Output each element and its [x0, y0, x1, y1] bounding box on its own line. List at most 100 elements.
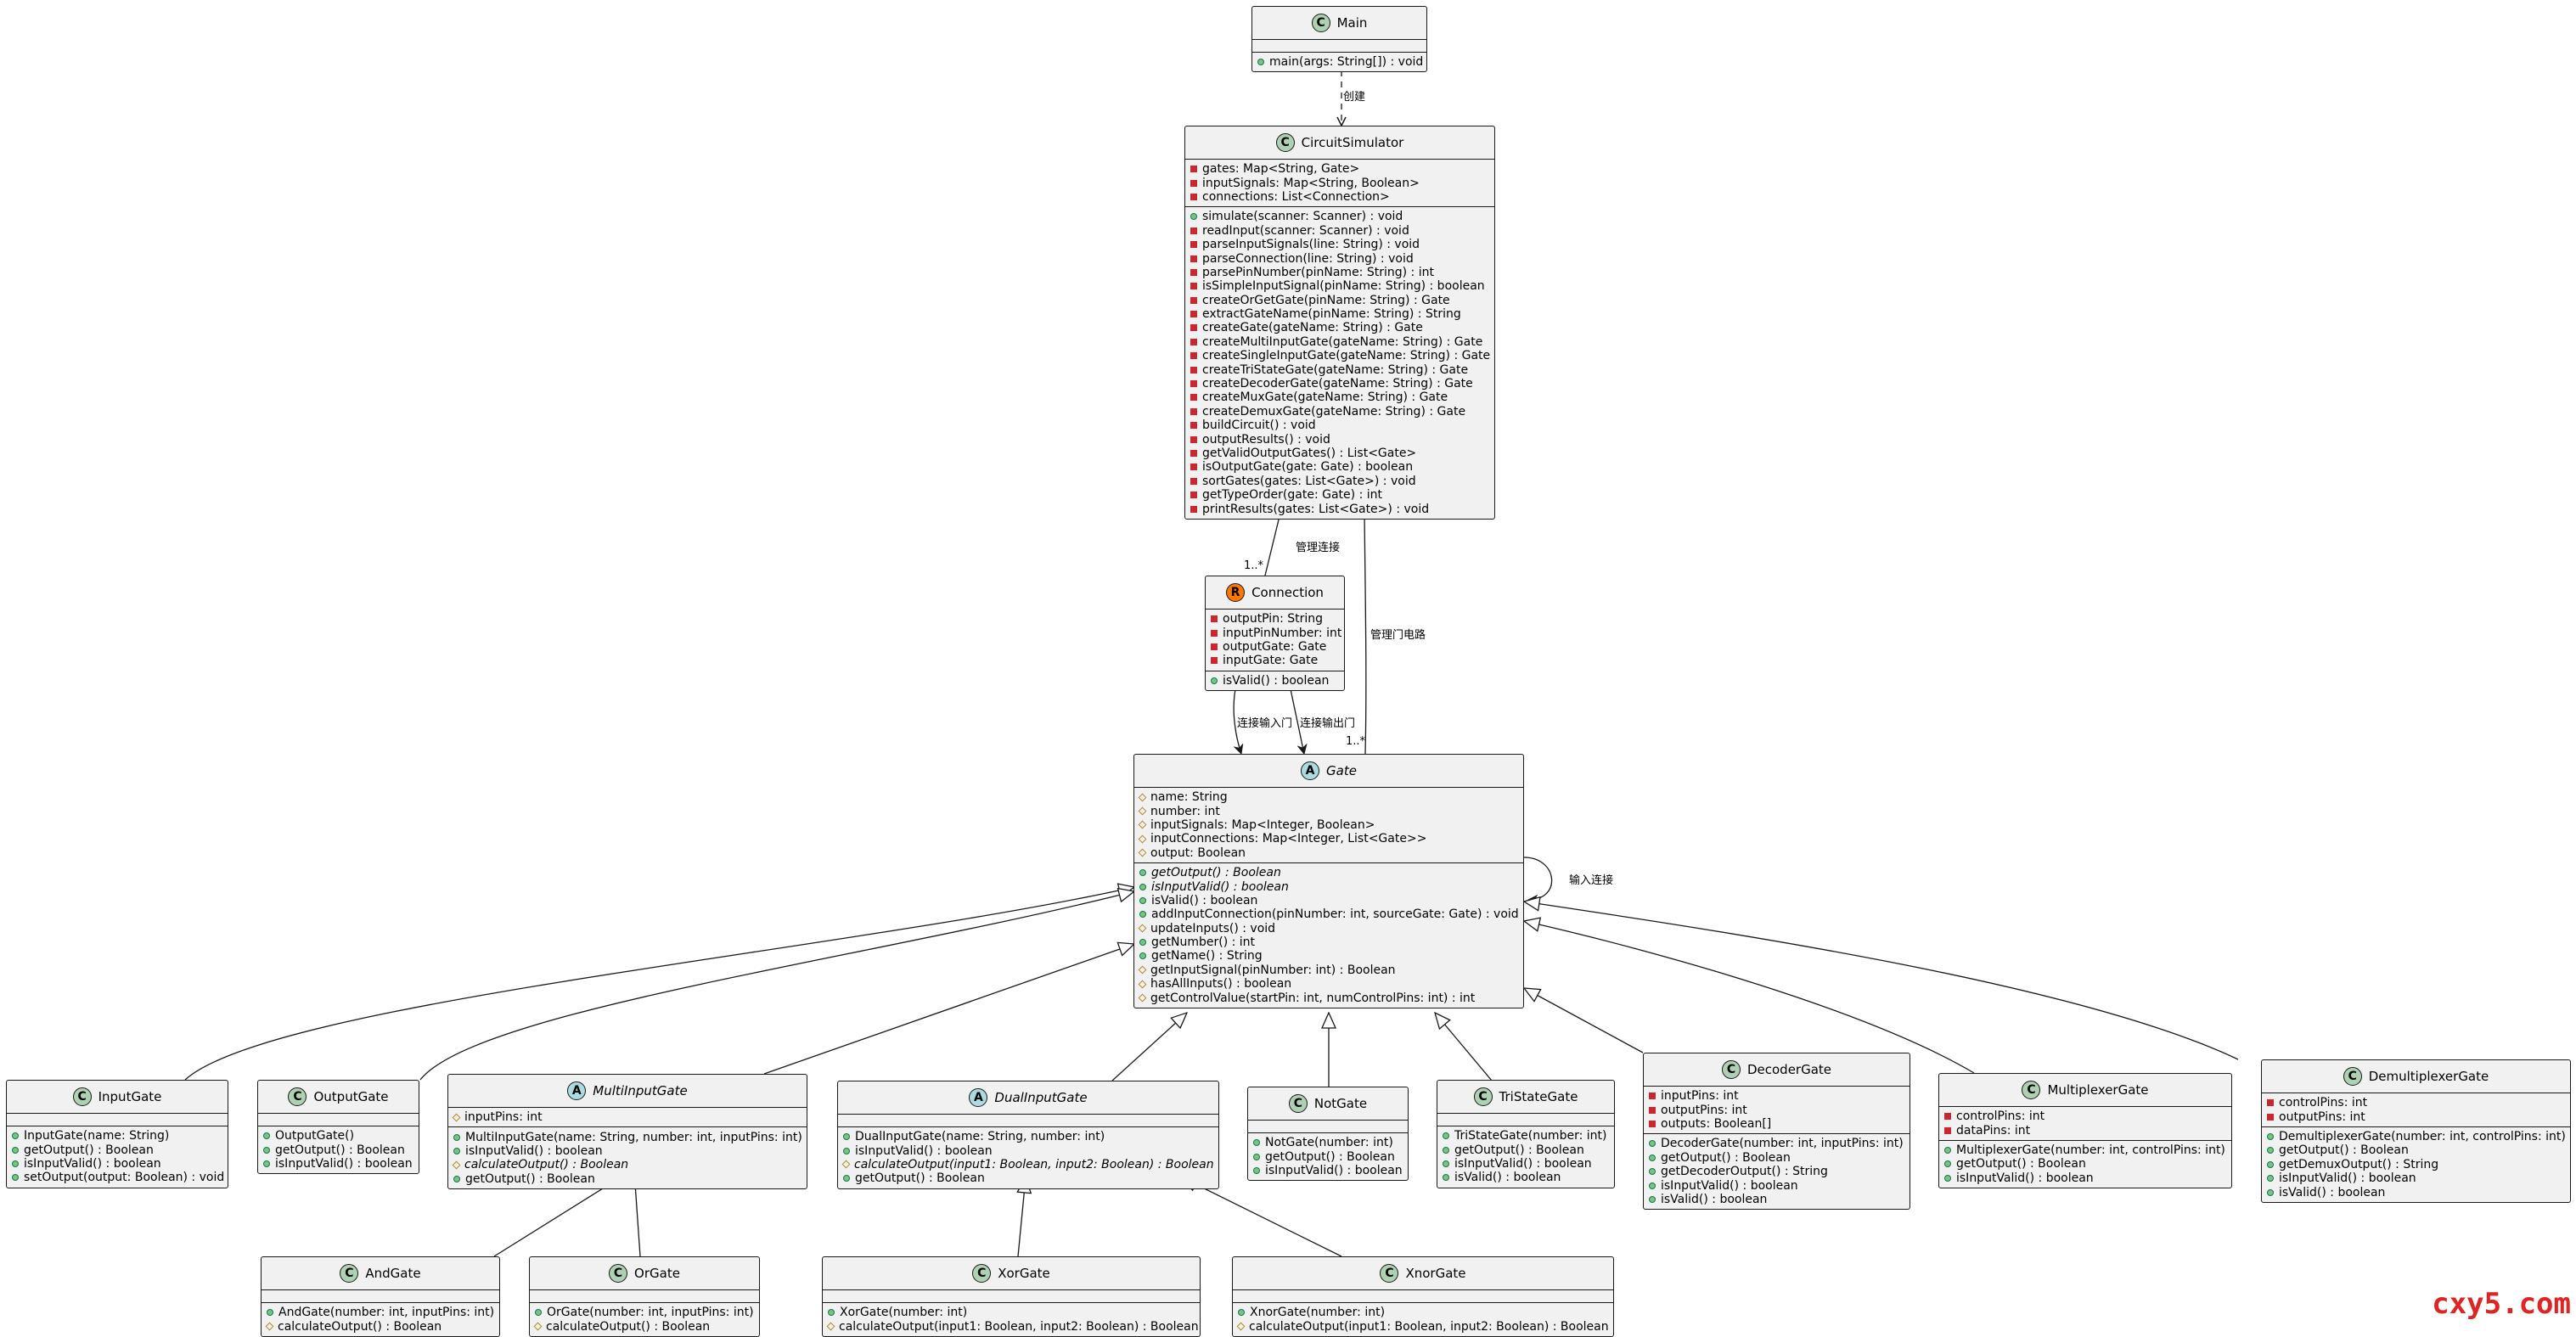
public-visibility-icon [12, 1146, 19, 1154]
method-text: isValid() : boolean [1454, 1171, 1561, 1185]
class-fields [7, 1113, 228, 1126]
class-fields [823, 1289, 1200, 1302]
class-badge-icon: C [1288, 1094, 1308, 1113]
protected-visibility-icon [452, 1160, 461, 1170]
private-visibility-icon [1190, 463, 1197, 471]
private-visibility-icon [1190, 338, 1197, 345]
method-row: getOutput() : Boolean [2267, 1143, 2565, 1157]
method-row: isInputValid() : boolean [1443, 1157, 1609, 1171]
public-visibility-icon [2267, 1160, 2274, 1168]
method-row: isValid() : boolean [1649, 1193, 1904, 1206]
class-methods: MultiInputGate(name: String, number: int… [448, 1126, 807, 1188]
method-text: setOutput(output: Boolean) : void [24, 1171, 225, 1185]
edge-simulator-connection [1264, 501, 1285, 576]
public-visibility-icon [1257, 59, 1264, 66]
public-visibility-icon [1139, 896, 1146, 904]
field-row: inputConnections: Map<Integer, List<Gate… [1138, 832, 1518, 845]
method-row: isInputValid() : boolean [1253, 1164, 1403, 1177]
edge-xnor-dual [1182, 1177, 1342, 1257]
abstract-badge-icon: A [1301, 761, 1320, 780]
public-visibility-icon [1211, 677, 1218, 684]
method-row: isInputValid() : boolean [263, 1157, 413, 1171]
class-badge-icon: C [1311, 14, 1330, 32]
field-text: inputSignals: Map<String, Boolean> [1202, 176, 1420, 190]
method-text: parseInputSignals(line: String) : void [1202, 238, 1420, 252]
private-visibility-icon [1190, 450, 1197, 457]
field-row: inputPinNumber: int [1211, 626, 1341, 640]
method-text: DualInputGate(name: String, number: int) [855, 1130, 1105, 1144]
public-visibility-icon [453, 1133, 460, 1141]
class-fields [838, 1114, 1218, 1126]
class-name: XnorGate [1405, 1266, 1466, 1281]
public-visibility-icon [1443, 1146, 1449, 1154]
method-row: parseInputSignals(line: String) : void [1190, 238, 1489, 251]
method-row: parsePinNumber(pinName: String) : int [1190, 266, 1489, 279]
method-text: calculateOutput() : Boolean [278, 1319, 442, 1334]
method-text: XnorGate(number: int) [1250, 1306, 1386, 1320]
method-row: createGate(gateName: String) : Gate [1190, 321, 1489, 334]
private-visibility-icon [1190, 492, 1197, 499]
method-row: getValidOutputGates() : List<Gate> [1190, 447, 1489, 460]
method-text: isValid() : boolean [1223, 673, 1330, 688]
class-methods: main(args: String[]) : void [1252, 52, 1426, 71]
method-row: readInput(scanner: Scanner) : void [1190, 224, 1489, 238]
public-visibility-icon [1944, 1146, 1951, 1154]
class-fields: inputPins: int [448, 1107, 807, 1126]
public-visibility-icon [828, 1309, 835, 1317]
class-methods: NotGate(number: int)getOutput() : Boolea… [1248, 1132, 1408, 1180]
class-name: TriStateGate [1499, 1089, 1578, 1104]
edge-tristate-gate [1435, 1013, 1493, 1081]
method-text: parseConnection(line: String) : void [1202, 251, 1414, 266]
field-text: controlPins: int [1956, 1109, 2045, 1124]
private-visibility-icon [1190, 311, 1197, 318]
method-text: getTypeOrder(gate: Gate) : int [1202, 488, 1382, 503]
method-row: getDemuxOutput() : String [2267, 1158, 2565, 1171]
class-badge-icon: C [2022, 1081, 2041, 1099]
method-text: isValid() : boolean [2279, 1185, 2386, 1199]
public-visibility-icon [453, 1147, 460, 1154]
method-row: calculateOutput() : Boolean [265, 1319, 494, 1334]
protected-visibility-icon [1138, 993, 1147, 1003]
method-row: main(args: String[]) : void [1257, 55, 1423, 69]
method-row: getOutput() : Boolean [453, 1172, 801, 1186]
method-text: getOutput() : Boolean [2279, 1143, 2409, 1158]
class-name: Connection [1251, 585, 1324, 600]
method-text: createTriStateGate(gateName: String) : G… [1202, 362, 1469, 377]
class-badge-icon: C [1380, 1264, 1399, 1283]
field-text: controlPins: int [2279, 1096, 2368, 1110]
field-row: outputs: Boolean[] [1649, 1117, 1904, 1131]
private-visibility-icon [1190, 227, 1197, 234]
field-row: number: int [1138, 804, 1518, 818]
record-badge-icon: R [1226, 583, 1246, 602]
method-text: getOutput() : Boolean [1661, 1150, 1791, 1165]
class-name: Gate [1326, 763, 1357, 778]
field-text: name: String [1150, 790, 1228, 805]
field-row: outputGate: Gate [1211, 640, 1339, 654]
class-name: OutputGate [313, 1089, 389, 1104]
class-badge-icon: C [2343, 1067, 2362, 1086]
